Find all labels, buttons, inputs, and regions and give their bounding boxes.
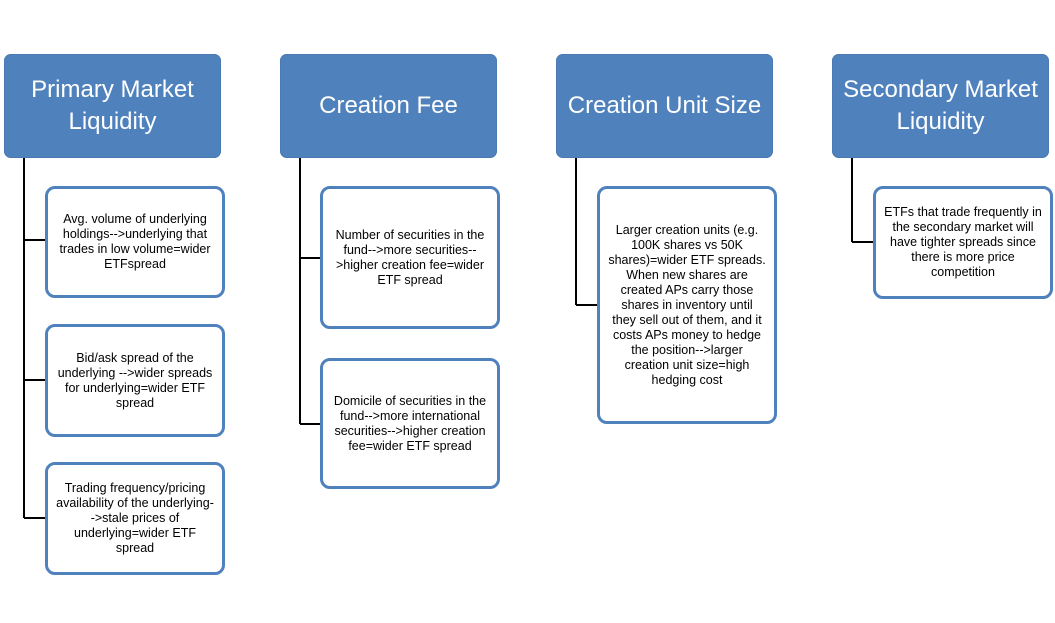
item-larger-creation-units: Larger creation units (e.g. 100K shares … [597, 186, 777, 424]
item-bid-ask-spread: Bid/ask spread of the underlying -->wide… [45, 324, 225, 437]
connector-creation-unit-size [575, 158, 598, 306]
connector-secondary-market-liquidity [851, 158, 874, 243]
item-etfs-trade-frequently: ETFs that trade frequently in the second… [873, 186, 1053, 299]
item-number-of-securities: Number of securities in the fund-->more … [320, 186, 500, 329]
connector-primary-market-liquidity [23, 158, 46, 519]
header-primary-market-liquidity: Primary Market Liquidity [4, 54, 221, 158]
connector-creation-fee [299, 158, 322, 425]
item-trading-frequency: Trading frequency/pricing availability o… [45, 462, 225, 575]
item-domicile-of-securities: Domicile of securities in the fund-->mor… [320, 358, 500, 489]
header-secondary-market-liquidity: Secondary Market Liquidity [832, 54, 1049, 158]
item-avg-volume: Avg. volume of underlying holdings-->und… [45, 186, 225, 298]
header-creation-unit-size: Creation Unit Size [556, 54, 773, 158]
header-creation-fee: Creation Fee [280, 54, 497, 158]
